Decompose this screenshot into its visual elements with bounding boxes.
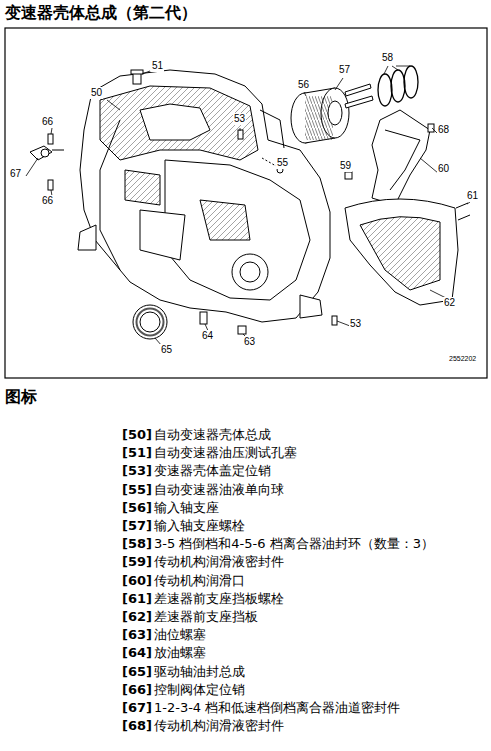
legend-text: 自动变速器壳体总成 [154, 428, 271, 443]
legend-key: [59] [122, 555, 152, 570]
leader-lines [26, 66, 470, 346]
callout-number: 50 [90, 87, 103, 99]
page-title: 变速器壳体总成（第二代） [5, 4, 197, 22]
differential-baffle [345, 199, 470, 305]
legend-key: [64] [122, 646, 152, 661]
legend-key: [60] [122, 574, 152, 589]
legend-text: 差速器前支座挡板 [154, 610, 258, 625]
callout-number: 67 [9, 168, 22, 180]
legend-key: [57] [122, 519, 152, 534]
transmission-case [78, 70, 330, 322]
small-parts [200, 130, 337, 334]
legend-text: 放油螺塞 [154, 646, 206, 661]
legend-text: 3-5 档倒档和4-5-6 档离合器油封环（数量：3） [154, 537, 434, 552]
legend-text: 输入轴支座 [154, 501, 219, 516]
legend-key: [63] [122, 628, 152, 643]
legend-text: 传动机构润滑液密封件 [154, 719, 284, 734]
legend-key: [50] [122, 428, 152, 443]
callout-number: 59 [339, 160, 352, 172]
legend-text: 输入轴支座螺栓 [154, 519, 245, 534]
input-shaft-support [291, 84, 373, 143]
legend-key: [58] [122, 537, 152, 552]
legend-key: [62] [122, 610, 152, 625]
callout-number: 66 [41, 116, 54, 128]
legend-heading: 图标 [5, 388, 37, 406]
figure-number: 2552202 [448, 355, 477, 363]
legend-text: 驱动轴油封总成 [154, 665, 245, 680]
legend-text: 控制阀体定位销 [154, 683, 245, 698]
legend-key: [51] [122, 446, 152, 461]
legend-key: [65] [122, 665, 152, 680]
callout-number: 60 [437, 163, 450, 175]
callout-number: 55 [276, 157, 289, 169]
callout-number: 53 [349, 318, 362, 330]
seal-rings [378, 66, 418, 106]
callout-number: 65 [160, 344, 173, 356]
callout-number: 58 [381, 52, 394, 64]
callout-number: 68 [437, 124, 450, 136]
callout-number: 56 [297, 79, 310, 91]
legend-text: 差速器前支座挡板螺栓 [154, 592, 284, 607]
legend-key: [68] [122, 719, 152, 734]
callout-number: 66 [41, 195, 54, 207]
callout-number: 61 [466, 190, 479, 202]
legend-text: 自动变速器油液单向球 [154, 483, 284, 498]
legend-key: [56] [122, 501, 152, 516]
plug-51 [131, 70, 143, 84]
callout-number: 51 [151, 60, 164, 72]
drive-shaft-seal [133, 305, 167, 339]
callout-number: 53 [233, 113, 246, 125]
frame [5, 28, 487, 378]
legend-key: [53] [122, 464, 152, 479]
legend-text: 传动机构润滑口 [154, 574, 245, 589]
callout-number: 57 [338, 64, 351, 76]
callout-number: 64 [201, 330, 214, 342]
legend-text: 油位螺塞 [154, 628, 206, 643]
legend-key: [66] [122, 683, 152, 698]
callout-number: 63 [243, 336, 256, 348]
callout-number: 62 [443, 297, 456, 309]
legend-key: [55] [122, 483, 152, 498]
legend-text: 自动变速器油压测试孔塞 [154, 446, 297, 461]
lube-trough [345, 110, 434, 205]
legend-text: 变速器壳体盖定位销 [154, 464, 271, 479]
legend-text: 传动机构润滑液密封件 [154, 555, 284, 570]
legend-key: [67] [122, 701, 152, 716]
legend-key: [61] [122, 592, 152, 607]
legend-text: 1-2-3-4 档和低速档倒档离合器油道密封件 [154, 701, 400, 716]
